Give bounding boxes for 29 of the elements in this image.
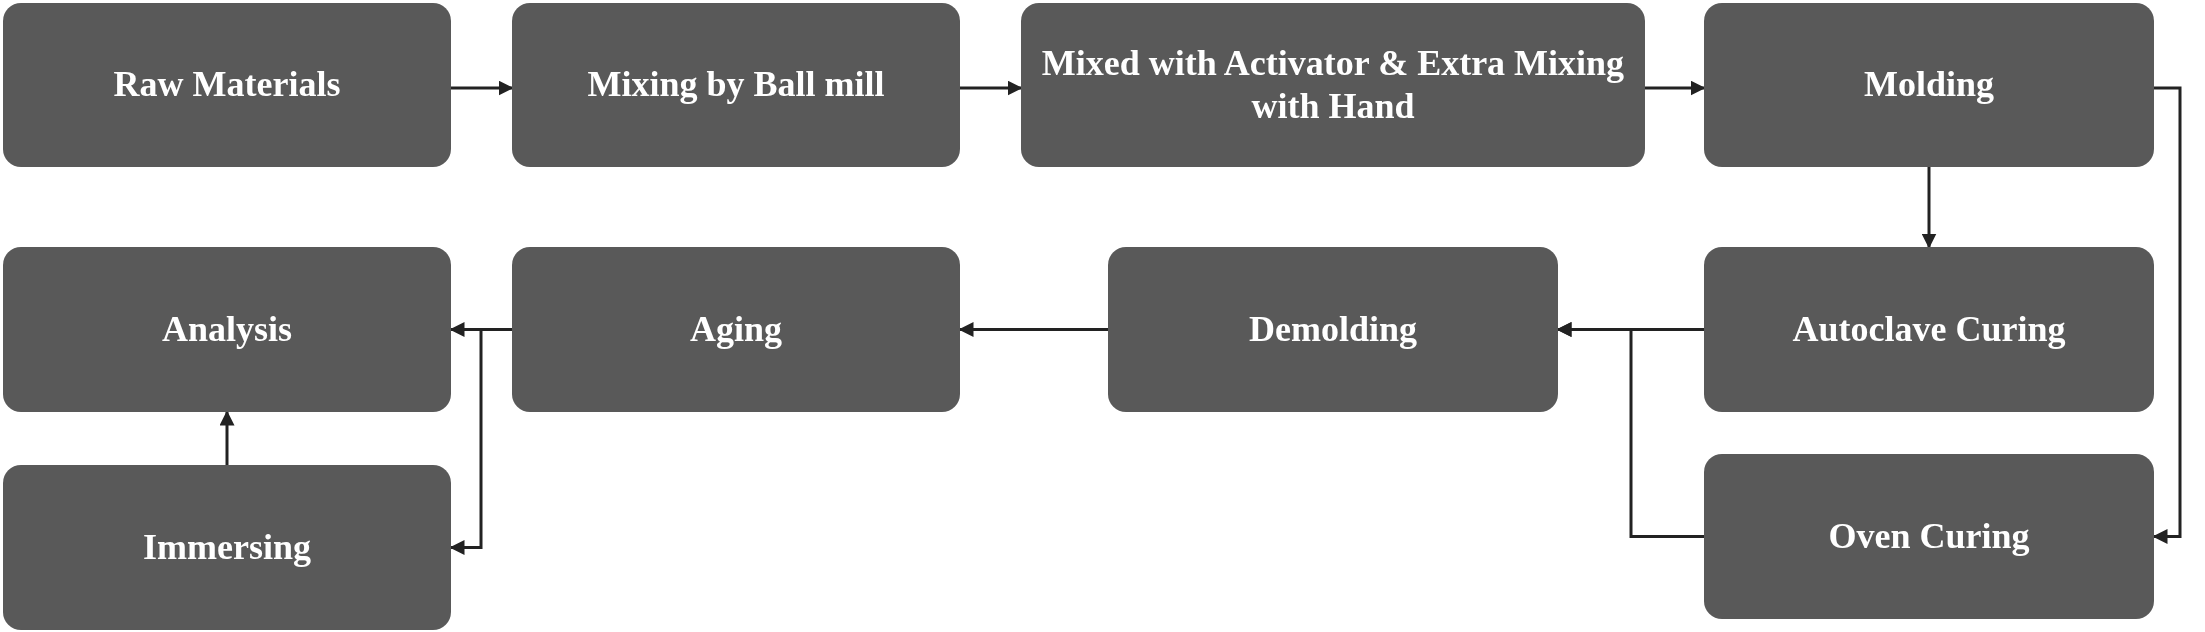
arrow — [2152, 86, 2182, 544]
arrow — [1556, 322, 1704, 538]
arrow — [1645, 80, 1706, 96]
arrow — [449, 328, 512, 555]
box-label: Raw Materials — [113, 63, 341, 107]
process-box — [3, 3, 451, 167]
arrow — [960, 80, 1023, 96]
arrow — [451, 80, 514, 96]
process-box — [1704, 247, 2154, 412]
arrow — [958, 322, 1108, 337]
process-box — [512, 247, 960, 412]
process-box — [1108, 247, 1558, 412]
box-label: Demolding — [1249, 307, 1417, 351]
process-box — [1704, 3, 2154, 167]
process-box — [512, 3, 960, 167]
process-box — [1021, 3, 1645, 167]
arrow — [1921, 167, 1937, 249]
process-box — [3, 247, 451, 412]
box-label: Mixed with Activator & Extra Mixing with Hand — [1040, 41, 1626, 128]
box-label: Oven Curing — [1828, 514, 2030, 558]
process-box — [3, 465, 451, 630]
box-label: Autoclave Curing — [1792, 307, 2066, 351]
process-box — [1704, 454, 2154, 619]
box-label: Mixing by Ball mill — [587, 63, 885, 107]
box-label: Molding — [1864, 63, 1994, 107]
box-label: Aging — [690, 307, 782, 351]
box-label: Analysis — [161, 307, 292, 351]
box-label: Immersing — [143, 525, 311, 569]
arrow — [219, 410, 235, 465]
